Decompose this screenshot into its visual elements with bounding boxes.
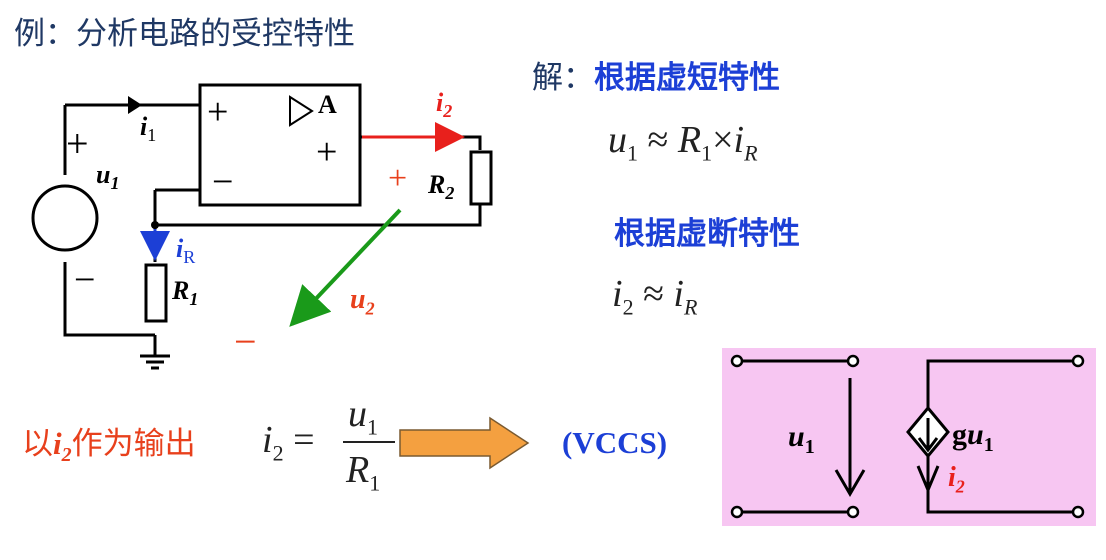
fraction-bar xyxy=(343,441,395,443)
equiv-i2-label: i2 xyxy=(948,462,965,497)
solution-prefix: 解： xyxy=(532,60,594,96)
output-label: 以i2作为输出 xyxy=(22,426,196,467)
opamp-plus-out: + xyxy=(316,131,338,173)
ir-label: iR xyxy=(176,234,196,268)
equiv-u1-label: u1 xyxy=(788,420,815,458)
i2-equiv-arrow-icon xyxy=(916,465,940,494)
page-title: 例：分析电路的受控特性 xyxy=(14,16,355,52)
equation-u1: u1 ≈ R1×iR xyxy=(608,119,758,166)
output-arrow-icon xyxy=(399,416,530,470)
virtual-open-label: 根据虚断特性 xyxy=(614,216,800,252)
ground-icon xyxy=(140,354,170,370)
resistor-r1-icon xyxy=(144,263,168,323)
source-minus: − xyxy=(74,259,96,301)
node-dot xyxy=(151,221,159,229)
opamp-triangle-icon xyxy=(289,95,314,127)
vccs-label: (VCCS) xyxy=(562,425,668,460)
fraction-denominator: R1 xyxy=(346,449,381,496)
equation-i2: i2 ≈ iR xyxy=(612,273,698,320)
r2-label: R2 xyxy=(428,170,455,204)
equation-i2-fraction-lhs: i2 = xyxy=(262,419,315,466)
i1-arrow-icon xyxy=(128,96,142,114)
u2-minus: − xyxy=(234,319,257,364)
u2-label: u2 xyxy=(350,284,375,319)
source-u1-label: u1 xyxy=(96,160,120,194)
i2-label: i2 xyxy=(436,88,453,122)
u2-arrow-icon xyxy=(289,208,402,327)
source-plus: + xyxy=(66,121,89,166)
opamp-minus-in: − xyxy=(212,161,234,203)
opamp-box xyxy=(198,83,362,207)
opamp-plus-in: + xyxy=(207,91,229,133)
equivalent-circuit-box xyxy=(722,348,1096,526)
r1-label: R1 xyxy=(172,276,199,310)
i1-label: i1 xyxy=(140,112,157,146)
equivalent-wires xyxy=(737,359,1078,514)
voltage-source-icon xyxy=(31,184,99,252)
fraction-numerator: u1 xyxy=(348,393,378,440)
virtual-short-label: 根据虚短特性 xyxy=(594,60,780,96)
u2-plus: + xyxy=(388,160,408,197)
opamp-label: A xyxy=(318,90,337,119)
resistor-r2-icon xyxy=(469,150,493,206)
equiv-gu1-label: gu1 xyxy=(952,418,994,456)
terminal-icons xyxy=(730,354,1085,519)
solution-heading: 解：根据虚短特性 xyxy=(532,52,780,97)
